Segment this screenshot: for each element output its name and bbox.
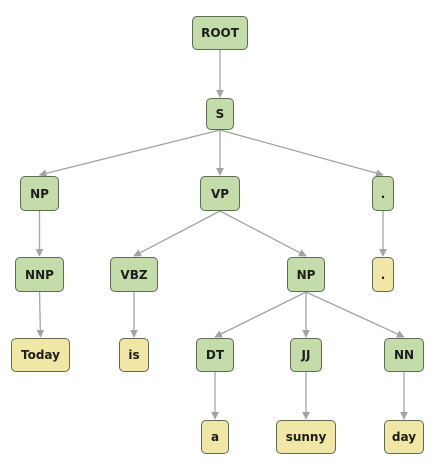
- node-word-a: a: [201, 420, 229, 454]
- node-s: S: [206, 98, 234, 130]
- node-dt: DT: [196, 338, 234, 372]
- node-word-sunny: sunny: [276, 420, 336, 454]
- node-np-object: NP: [287, 257, 325, 292]
- node-nnp: NNP: [15, 257, 64, 292]
- edge-vp-to-np2: [219, 210, 307, 257]
- edge-np2-to-dt: [214, 291, 307, 338]
- node-vbz: VBZ: [110, 257, 158, 292]
- edge-np2-to-nn: [305, 291, 405, 338]
- edge-nnp-to-today: [36, 291, 45, 338]
- node-jj: JJ: [290, 338, 322, 372]
- node-word-is: is: [119, 338, 149, 372]
- node-root: ROOT: [192, 16, 248, 50]
- edge-vp-to-vbz: [133, 210, 221, 257]
- edge-s-to-np1: [38, 129, 221, 178]
- node-nn: NN: [384, 338, 424, 372]
- node-punct-word: .: [372, 257, 394, 292]
- node-np-subject: NP: [20, 176, 59, 211]
- edge-s-to-punct-tag: [219, 129, 384, 177]
- node-word-today: Today: [11, 338, 70, 372]
- node-punct-tag: .: [372, 176, 394, 211]
- node-word-day: day: [384, 420, 424, 454]
- node-vp: VP: [200, 176, 240, 211]
